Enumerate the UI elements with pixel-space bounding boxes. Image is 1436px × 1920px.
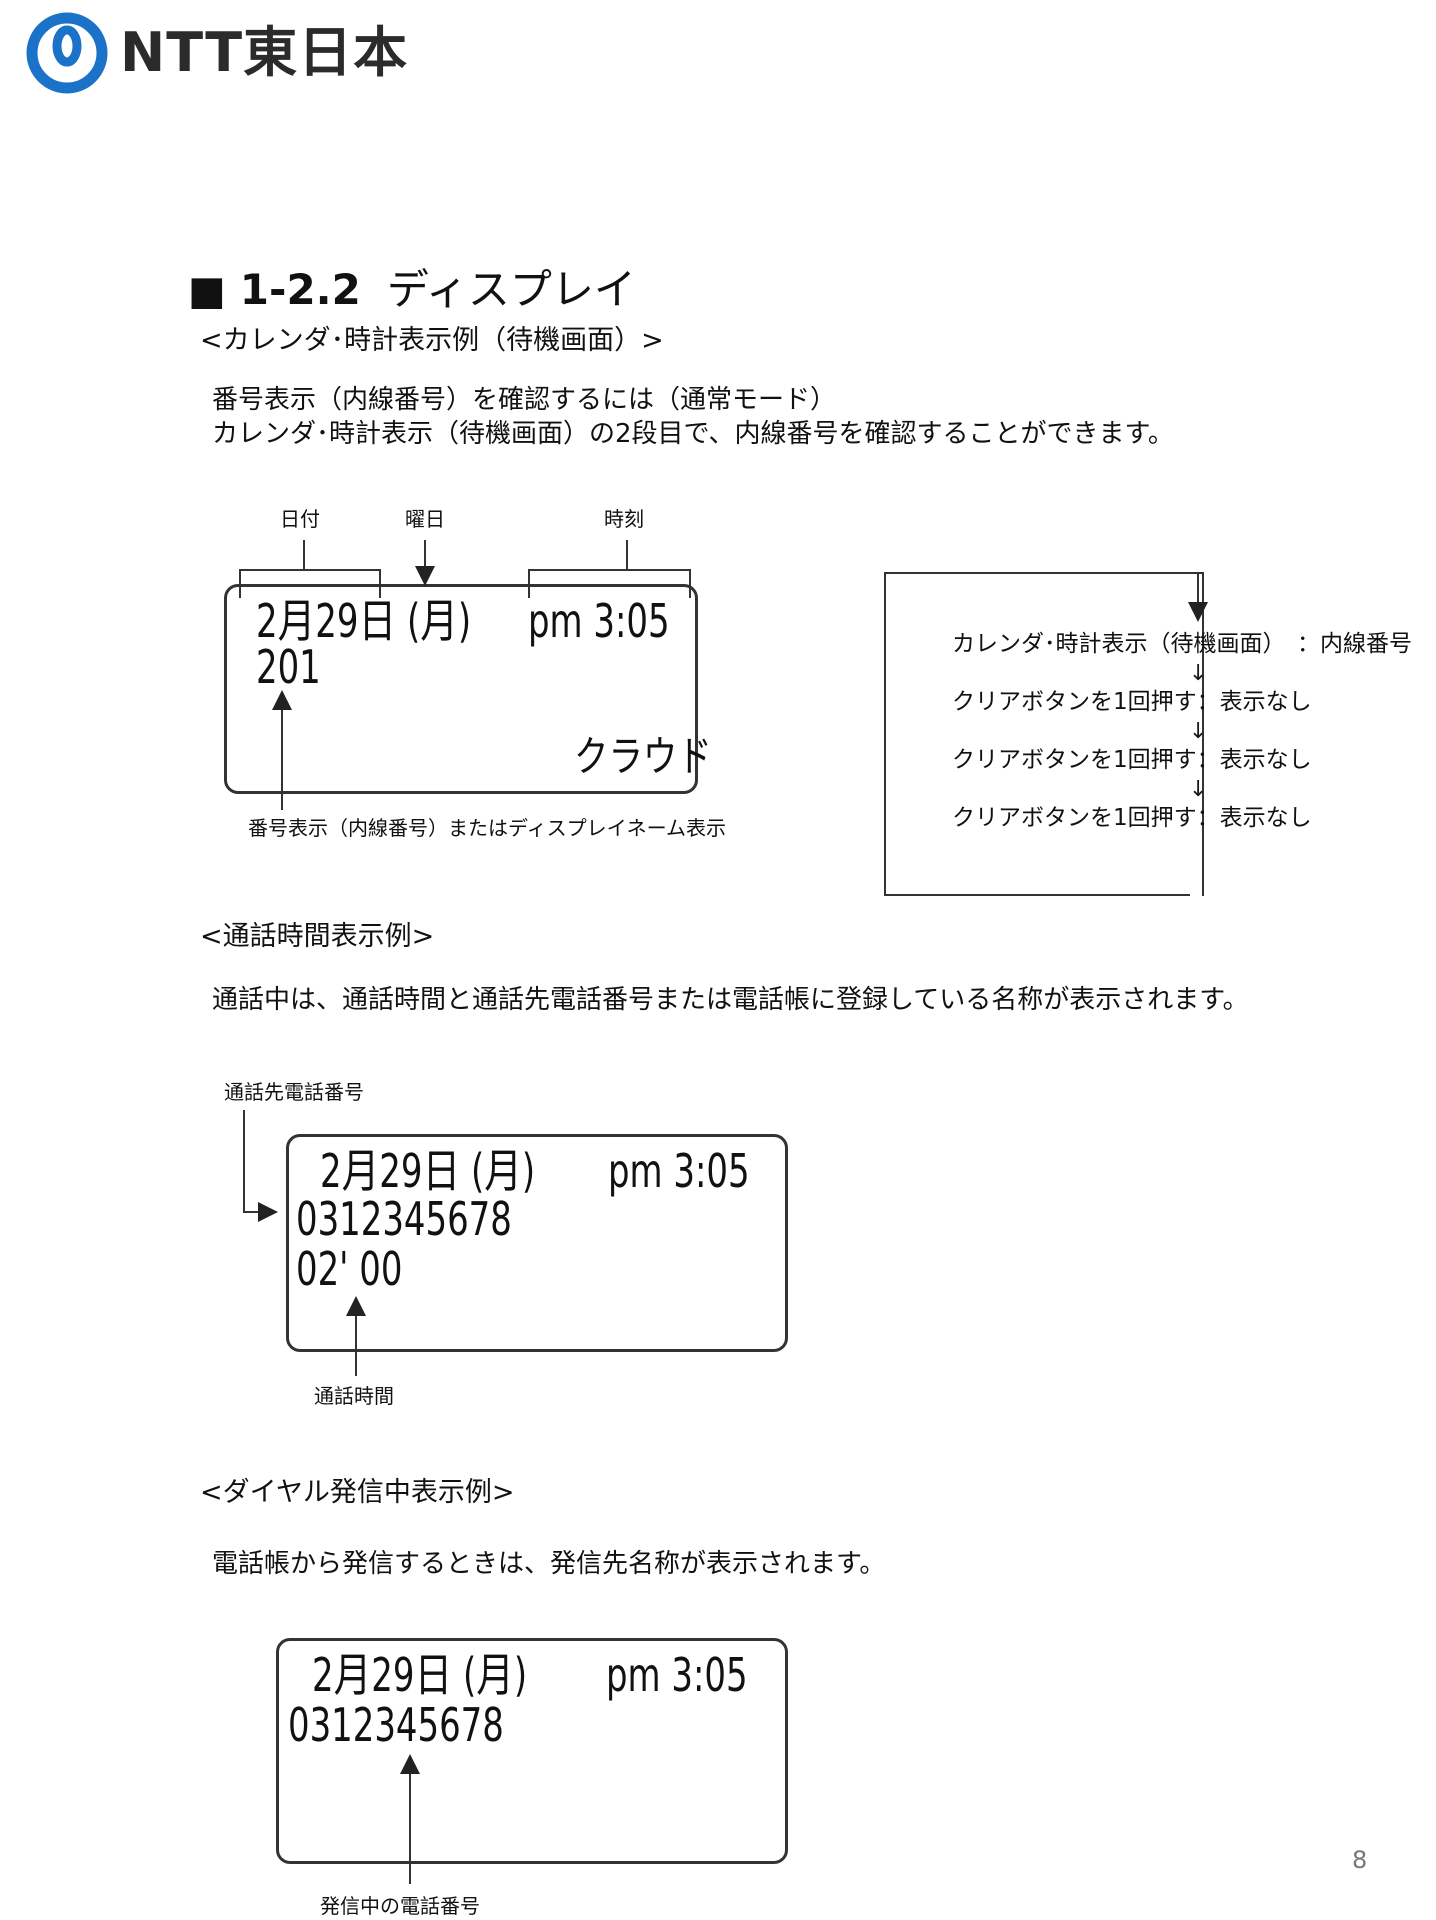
standby-lcd-extension: 201 bbox=[256, 640, 321, 694]
standby-lcd-mode: クラウド bbox=[574, 732, 712, 781]
call-lcd-duration: 02' 00 bbox=[296, 1242, 403, 1296]
company-logo-text: NTT東日本 bbox=[120, 21, 409, 84]
call-lcd-time: pm 3:05 bbox=[608, 1144, 750, 1198]
dial-lcd-number: 0312345678 bbox=[288, 1698, 504, 1752]
caller-number-arrow bbox=[243, 1110, 278, 1222]
flow-arrow-3: ↓ bbox=[1189, 777, 1208, 802]
date-bracket bbox=[239, 569, 381, 598]
dial-lcd-date: 2月29日 (月) bbox=[312, 1648, 528, 1702]
section-title: ■ 1-2.2 ディスプレイ bbox=[188, 260, 636, 321]
flow-step-clear-3: クリアボタンを1回押す：表示なし bbox=[952, 805, 1312, 831]
standby-lcd-date: 2月29日 (月) bbox=[256, 594, 472, 648]
flow-box-gap bbox=[1190, 832, 1202, 896]
label-time: 時刻 bbox=[604, 507, 644, 531]
standby-caption: 番号表示（内線番号）またはディスプレイネーム表示 bbox=[248, 816, 726, 840]
label-date: 日付 bbox=[280, 507, 320, 531]
label-caller-number: 通話先電話番号 bbox=[224, 1080, 364, 1104]
flow-arrow-2: ↓ bbox=[1189, 719, 1208, 744]
flow-step-clear-1: クリアボタンを1回押す：表示なし bbox=[952, 689, 1312, 715]
calendar-desc-line2: カレンダ･時計表示（待機画面）の2段目で、内線番号を確認することができます。 bbox=[212, 419, 1174, 449]
section-heading: ディスプレイ bbox=[386, 265, 636, 314]
call-lcd-display bbox=[286, 1134, 788, 1352]
flow-box bbox=[884, 572, 1204, 896]
call-caption: 通話時間 bbox=[314, 1384, 394, 1408]
standby-lcd-display bbox=[224, 584, 698, 794]
call-desc: 通話中は、通話時間と通話先電話番号または電話帳に登録している名称が表示されます。 bbox=[212, 985, 1249, 1015]
section-marker: ■ bbox=[188, 268, 226, 314]
standby-lcd-time: pm 3:05 bbox=[528, 594, 670, 648]
ntt-logo-icon bbox=[26, 12, 108, 94]
flow-step-clear-2: クリアボタンを1回押す：表示なし bbox=[952, 747, 1312, 773]
time-bracket bbox=[528, 569, 691, 598]
calendar-heading: <カレンダ･時計表示例（待機画面）> bbox=[200, 325, 664, 356]
dial-lcd-display bbox=[276, 1638, 788, 1864]
flow-arrow-1: ↓ bbox=[1189, 661, 1208, 686]
page-number: 8 bbox=[1352, 1846, 1368, 1874]
call-lcd-number: 0312345678 bbox=[296, 1192, 512, 1246]
dial-desc: 電話帳から発信するときは、発信先名称が表示されます。 bbox=[212, 1549, 886, 1579]
flow-step-standby: カレンダ･時計表示（待機画面） ：内線番号 bbox=[952, 631, 1412, 657]
section-number: 1-2.2 bbox=[239, 265, 361, 314]
dial-lcd-time: pm 3:05 bbox=[606, 1648, 748, 1702]
dial-heading: <ダイヤル発信中表示例> bbox=[200, 1477, 515, 1508]
dial-caption: 発信中の電話番号 bbox=[320, 1894, 480, 1918]
calendar-desc-line1: 番号表示（内線番号）を確認するには（通常モード） bbox=[212, 385, 837, 415]
label-weekday: 曜日 bbox=[405, 507, 445, 531]
call-lcd-date: 2月29日 (月) bbox=[320, 1144, 536, 1198]
call-heading: <通話時間表示例> bbox=[200, 921, 435, 952]
